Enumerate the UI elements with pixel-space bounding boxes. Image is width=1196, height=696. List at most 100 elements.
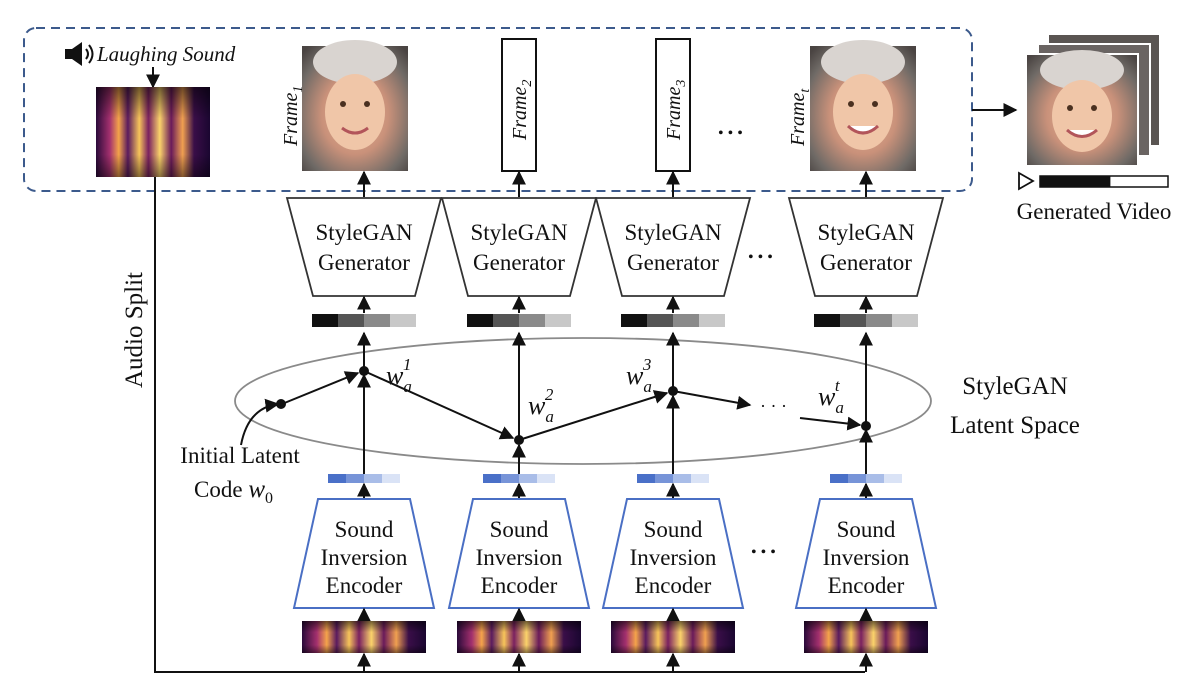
frames-ellipsis: • • • bbox=[718, 125, 743, 142]
encoder-t-line3: Encoder bbox=[828, 573, 905, 598]
latent-vector-4-segment bbox=[866, 474, 884, 483]
latent-point-2 bbox=[514, 435, 524, 445]
initial-code-word: Code bbox=[194, 477, 243, 502]
initial-code-base: w bbox=[248, 476, 265, 503]
latent-space-line1: StyleGAN bbox=[962, 373, 1068, 400]
latent-t-sub: a bbox=[835, 398, 844, 417]
play-icon[interactable] bbox=[1018, 171, 1035, 191]
frame-2-sub: 2 bbox=[520, 80, 535, 87]
initial-label-line1: Initial Latent bbox=[180, 443, 300, 468]
latent-vector-4-segment bbox=[848, 474, 866, 483]
latent-vector-2-segment bbox=[483, 474, 501, 483]
audio-segment-2 bbox=[457, 621, 581, 653]
encoder-3-line2: Inversion bbox=[630, 545, 717, 570]
latent-3-sup: 3 bbox=[642, 355, 652, 374]
generator-t-line1: StyleGAN bbox=[817, 220, 915, 245]
style-vector-3-segment bbox=[699, 314, 725, 327]
generator-1-line1: StyleGAN bbox=[315, 220, 413, 245]
encoder-2-line3: Encoder bbox=[481, 573, 558, 598]
encoder-1-line3: Encoder bbox=[326, 573, 403, 598]
latent-ellipsis: · · · bbox=[760, 396, 787, 416]
latent-space-line2: Latent Space bbox=[950, 412, 1080, 439]
encoder-1-line2: Inversion bbox=[321, 545, 408, 570]
latent-t-sup: t bbox=[835, 376, 841, 395]
stylegan-generator-3: StyleGAN Generator bbox=[594, 197, 752, 297]
frame-3-sub: 3 bbox=[674, 80, 689, 88]
encoder-3-line1: Sound bbox=[644, 517, 703, 542]
encoder-3-line3: Encoder bbox=[635, 573, 712, 598]
traj-2-3 bbox=[518, 390, 669, 441]
latent-vector-2-segment bbox=[537, 474, 555, 483]
frame-3-label: Frame3 bbox=[663, 80, 689, 141]
latent-vector-1-segment bbox=[364, 474, 382, 483]
video-progress-fill bbox=[1040, 176, 1111, 187]
style-vector-2-segment bbox=[545, 314, 571, 327]
frame-2: Frame2 bbox=[501, 38, 537, 172]
stylegan-generator-1: StyleGAN Generator bbox=[285, 197, 443, 297]
face-image-t bbox=[810, 40, 916, 171]
encoders-ellipsis: • • • bbox=[751, 544, 776, 561]
traj-dots-t bbox=[799, 416, 862, 431]
encoder-2-line1: Sound bbox=[490, 517, 549, 542]
latent-vector-3-segment bbox=[637, 474, 655, 483]
style-vector-4-segment bbox=[866, 314, 892, 327]
laughing-spectrogram bbox=[96, 87, 210, 177]
frame-2-name: Frame bbox=[509, 87, 531, 141]
audio-segment-3 bbox=[611, 621, 735, 653]
latent-vector-1-segment bbox=[346, 474, 364, 483]
face-image-1 bbox=[302, 40, 408, 171]
audio-segment-t bbox=[804, 621, 928, 653]
generator-1-line2: Generator bbox=[318, 250, 410, 275]
generator-3-line1: StyleGAN bbox=[624, 220, 722, 245]
audio-segment-1 bbox=[302, 621, 426, 653]
latent-vector-2-segment bbox=[519, 474, 537, 483]
audio-split-label: Audio Split bbox=[121, 272, 148, 388]
latent-vector-1-segment bbox=[382, 474, 400, 483]
latent-vector-1-segment bbox=[328, 474, 346, 483]
generated-video bbox=[1018, 33, 1169, 191]
traj-1-2 bbox=[363, 370, 515, 440]
latent-t-base: w bbox=[818, 382, 836, 411]
latent-1-sup: 1 bbox=[403, 355, 412, 374]
latent-point-0 bbox=[276, 399, 286, 409]
audio-split-line bbox=[154, 177, 865, 673]
frame-1-name: Frame bbox=[280, 93, 302, 147]
stylegan-generator-t: StyleGAN Generator bbox=[787, 197, 945, 297]
style-vector-2-segment bbox=[493, 314, 519, 327]
frame-1-label: Frame1 bbox=[280, 86, 306, 147]
style-vectors bbox=[312, 314, 918, 327]
latent-vector-4-segment bbox=[830, 474, 848, 483]
frame-2-label: Frame2 bbox=[509, 80, 535, 141]
style-vector-2-segment bbox=[467, 314, 493, 327]
style-vector-1-segment bbox=[390, 314, 416, 327]
latent-vectors bbox=[328, 474, 902, 483]
latent-label-3: wa3 bbox=[626, 355, 652, 396]
style-vector-3-segment bbox=[673, 314, 699, 327]
frame-t: Framet bbox=[787, 40, 916, 171]
style-vector-4-segment bbox=[892, 314, 918, 327]
encoder-t-line2: Inversion bbox=[823, 545, 910, 570]
encoder-2-line2: Inversion bbox=[476, 545, 563, 570]
traj-3-dots bbox=[672, 390, 752, 410]
speaker-icon bbox=[65, 42, 94, 66]
latent-label-1: wa1 bbox=[386, 355, 412, 396]
latent-1-base: w bbox=[386, 361, 404, 390]
initial-label-line2: Code w0 bbox=[194, 476, 273, 507]
audio-title: Laughing Sound bbox=[96, 42, 236, 66]
generator-3-line2: Generator bbox=[627, 250, 719, 275]
latent-point-1 bbox=[359, 366, 369, 376]
style-vector-4-segment bbox=[840, 314, 866, 327]
latent-point-3 bbox=[668, 386, 678, 396]
initial-code-sub: 0 bbox=[265, 490, 273, 507]
generators-ellipsis: • • • bbox=[748, 249, 773, 266]
latent-point-t bbox=[861, 421, 871, 431]
style-vector-2-segment bbox=[519, 314, 545, 327]
initial-code-curve bbox=[240, 398, 280, 446]
encoder-1-line1: Sound bbox=[335, 517, 394, 542]
latent-vector-4-segment bbox=[884, 474, 902, 483]
sound-encoder-3: Sound Inversion Encoder bbox=[601, 498, 745, 609]
latent-2-sup: 2 bbox=[545, 385, 554, 404]
traj-0-1 bbox=[281, 371, 360, 405]
latent-3-base: w bbox=[626, 361, 644, 390]
